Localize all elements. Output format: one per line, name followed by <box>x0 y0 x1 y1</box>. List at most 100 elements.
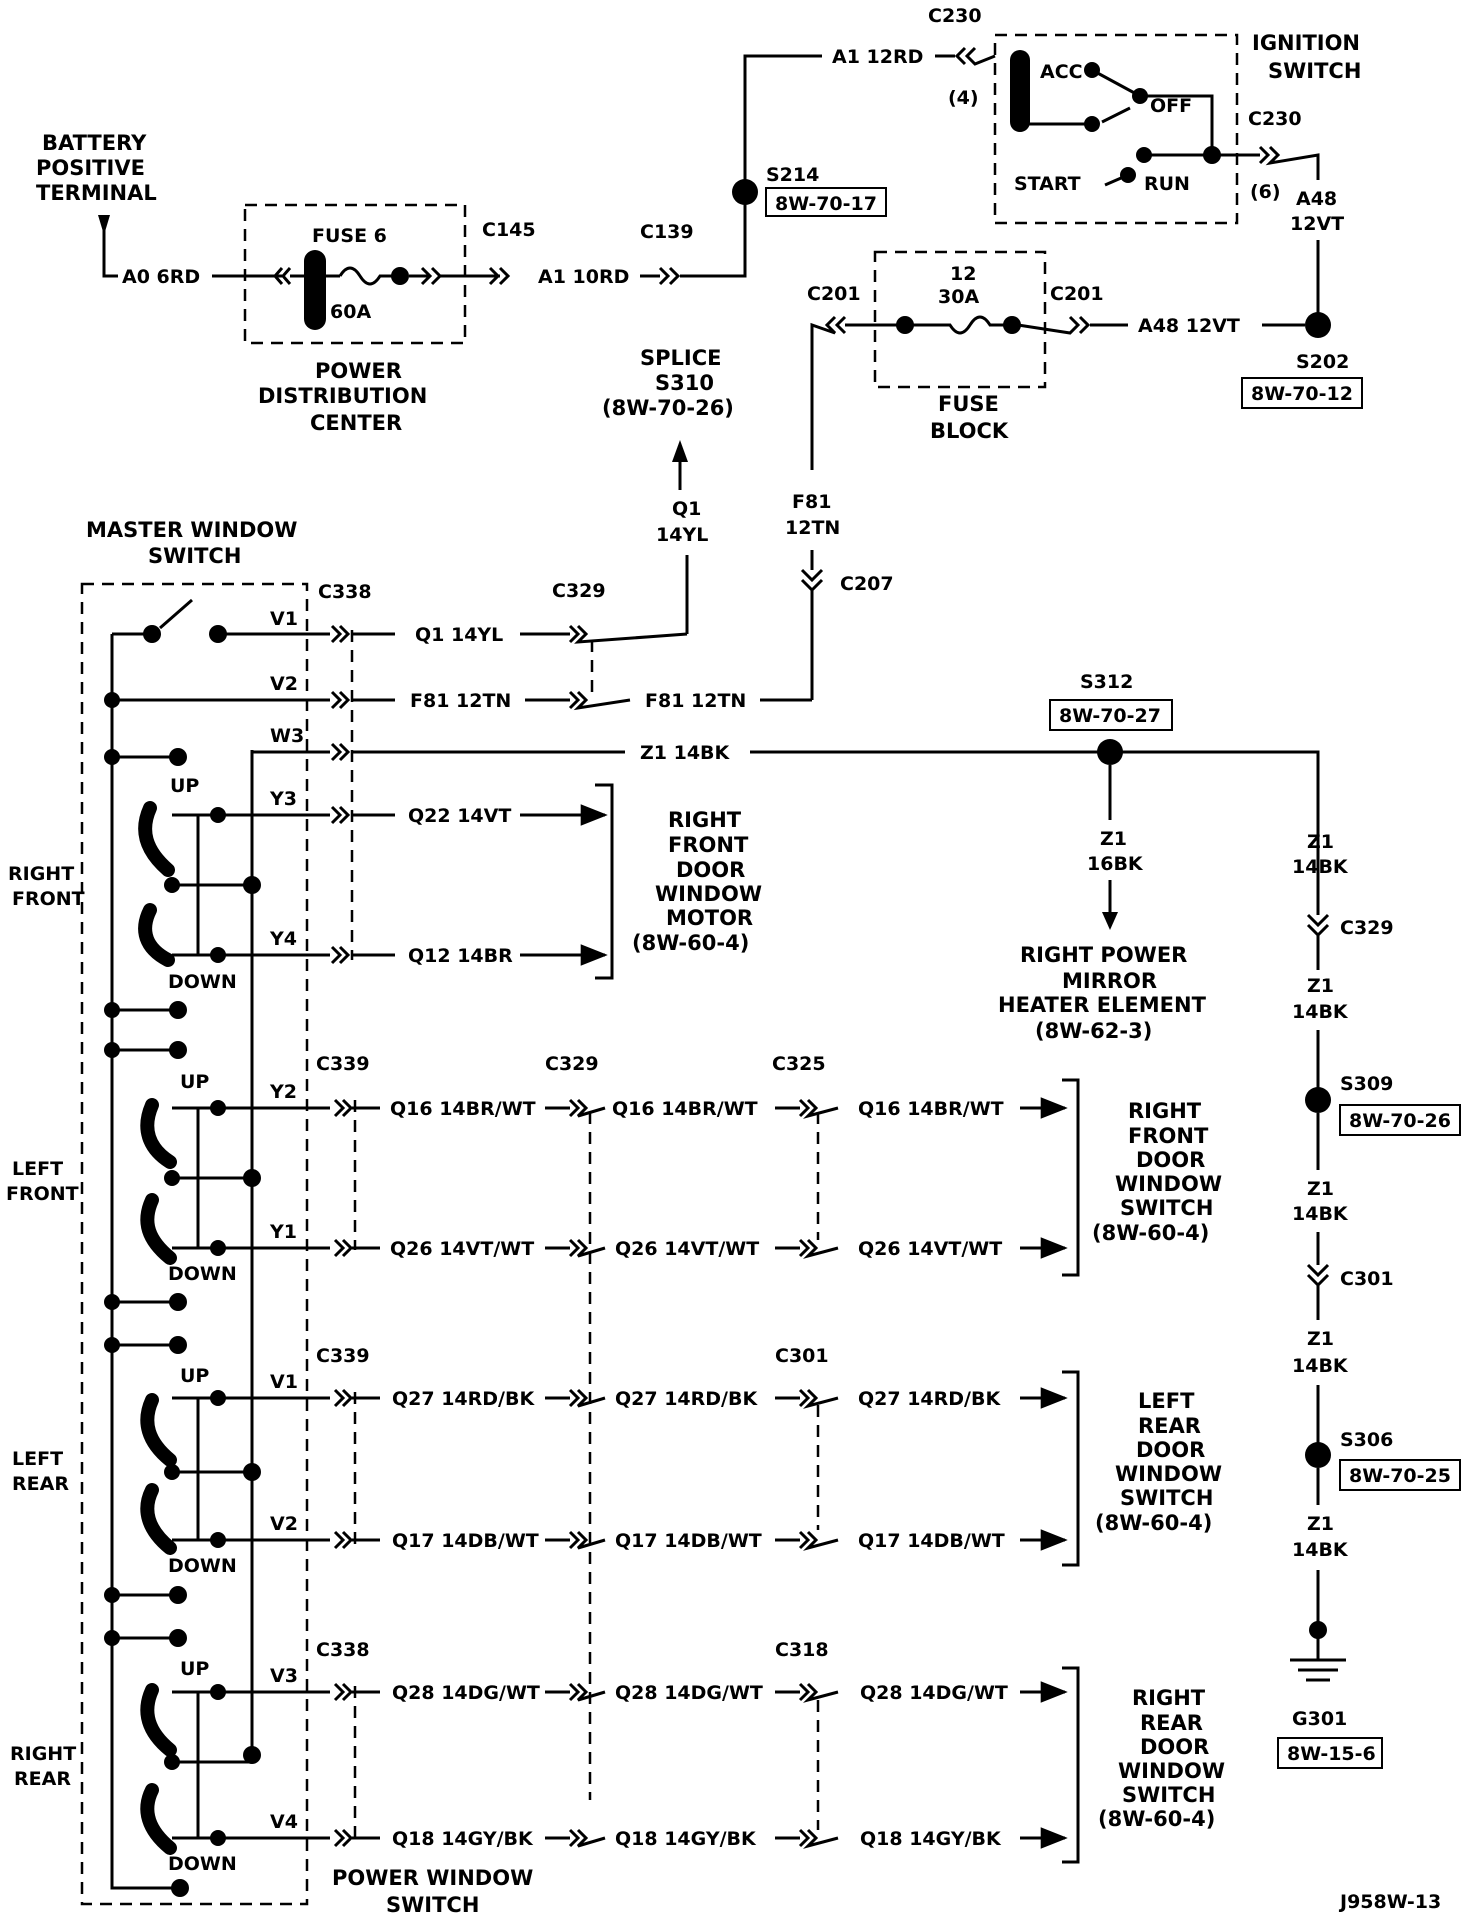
svg-text:Q1 14YL: Q1 14YL <box>415 624 503 646</box>
svg-text:DOOR: DOOR <box>1136 1148 1205 1172</box>
svg-text:8W-70-12: 8W-70-12 <box>1251 383 1353 405</box>
svg-text:C318: C318 <box>775 1639 829 1661</box>
svg-text:REAR: REAR <box>1140 1711 1203 1735</box>
diagram-code: J958W-13 <box>1338 1891 1441 1913</box>
svg-text:W3: W3 <box>270 725 304 747</box>
svg-text:C230: C230 <box>1248 108 1302 130</box>
svg-text:RIGHT: RIGHT <box>8 863 74 885</box>
svg-text:RUN: RUN <box>1144 173 1190 195</box>
svg-text:SWITCH: SWITCH <box>386 1893 479 1917</box>
svg-text:8W-70-17: 8W-70-17 <box>775 193 877 215</box>
svg-text:V2: V2 <box>270 673 298 695</box>
svg-text:S309: S309 <box>1340 1073 1393 1095</box>
svg-text:WINDOW: WINDOW <box>655 882 762 906</box>
svg-text:SWITCH: SWITCH <box>1120 1196 1213 1220</box>
svg-text:Q16 14BR/WT: Q16 14BR/WT <box>858 1098 1004 1120</box>
svg-text:FRONT: FRONT <box>6 1183 79 1205</box>
svg-text:Y2: Y2 <box>269 1081 297 1103</box>
svg-text:Q27 14RD/BK: Q27 14RD/BK <box>858 1388 1001 1410</box>
svg-text:RIGHT: RIGHT <box>10 1743 76 1765</box>
svg-text:DISTRIBUTION: DISTRIBUTION <box>258 384 427 408</box>
svg-text:(6): (6) <box>1250 181 1281 203</box>
svg-text:A0 6RD: A0 6RD <box>122 266 200 288</box>
svg-text:F81 12TN: F81 12TN <box>410 690 511 712</box>
svg-text:Z1: Z1 <box>1100 828 1127 850</box>
svg-text:C329: C329 <box>545 1053 599 1075</box>
svg-text:C230: C230 <box>928 5 982 27</box>
svg-text:Z1: Z1 <box>1307 831 1334 853</box>
svg-text:C201: C201 <box>807 283 861 305</box>
svg-text:S306: S306 <box>1340 1429 1393 1451</box>
connector-c339-upper: C339 C329 C325 <box>316 1053 826 1800</box>
svg-text:Z1: Z1 <box>1307 1178 1334 1200</box>
svg-text:Z1: Z1 <box>1307 1328 1334 1350</box>
svg-text:RIGHT: RIGHT <box>1132 1686 1206 1710</box>
svg-text:Q12 14BR: Q12 14BR <box>408 945 513 967</box>
svg-text:V4: V4 <box>270 1811 298 1833</box>
svg-text:UP: UP <box>180 1365 209 1387</box>
svg-text:(8W-60-4): (8W-60-4) <box>632 931 749 955</box>
svg-text:8W-70-26: 8W-70-26 <box>1349 1110 1451 1132</box>
connector-c338-lower: C338 C318 <box>316 1639 829 1848</box>
row-q1: Q1 14YL C329 <box>352 580 688 700</box>
svg-text:14BK: 14BK <box>1292 1355 1349 1377</box>
svg-text:RIGHT: RIGHT <box>1128 1099 1202 1123</box>
svg-text:14BK: 14BK <box>1292 1539 1349 1561</box>
row-q17: Q17 14DB/WT Q17 14DB/WT Q17 14DB/WT <box>352 1529 1068 1552</box>
svg-text:C338: C338 <box>318 581 372 603</box>
ignition-switch: C230 (4) IGNITION SWITCH ACC OFF START R… <box>928 5 1363 409</box>
svg-text:FRONT: FRONT <box>1128 1124 1209 1148</box>
svg-text:V1: V1 <box>270 1371 298 1393</box>
svg-text:FRONT: FRONT <box>668 833 749 857</box>
svg-text:S310: S310 <box>655 371 714 395</box>
svg-text:DOWN: DOWN <box>168 1555 237 1577</box>
svg-text:UP: UP <box>180 1071 209 1093</box>
svg-text:Z1: Z1 <box>1307 1513 1334 1535</box>
svg-text:DOOR: DOOR <box>1136 1438 1205 1462</box>
svg-text:(8W-60-4): (8W-60-4) <box>1095 1511 1212 1535</box>
svg-text:Q16 14BR/WT: Q16 14BR/WT <box>390 1098 536 1120</box>
svg-text:A1 12RD: A1 12RD <box>832 46 923 68</box>
fuse-block: 12 30A FUSE BLOCK C201 C201 A48 12VT F81… <box>785 250 1305 700</box>
row-q27: Q27 14RD/BK Q27 14RD/BK Q27 14RD/BK <box>352 1387 1068 1410</box>
svg-text:TERMINAL: TERMINAL <box>36 181 157 205</box>
svg-text:BLOCK: BLOCK <box>930 419 1009 443</box>
rf-door-window-switch: RIGHT FRONT DOOR WINDOW SWITCH (8W-60-4) <box>1062 1078 1222 1277</box>
svg-text:8W-70-25: 8W-70-25 <box>1349 1465 1451 1487</box>
svg-text:DOWN: DOWN <box>168 1263 237 1285</box>
svg-text:Y3: Y3 <box>269 788 297 810</box>
svg-text:A48: A48 <box>1296 188 1337 210</box>
svg-text:C301: C301 <box>775 1345 829 1367</box>
svg-text:S214: S214 <box>766 164 819 186</box>
svg-text:(8W-60-4): (8W-60-4) <box>1098 1807 1215 1831</box>
svg-text:16BK: 16BK <box>1087 853 1144 875</box>
svg-text:UP: UP <box>170 775 199 797</box>
svg-text:ACC: ACC <box>1040 61 1083 83</box>
connector-c339-lower: C339 C301 <box>316 1345 829 1550</box>
svg-text:CENTER: CENTER <box>310 411 402 435</box>
svg-text:DOOR: DOOR <box>1140 1735 1209 1759</box>
lr-door-window-switch: LEFT REAR DOOR WINDOW SWITCH (8W-60-4) <box>1062 1370 1222 1567</box>
connector-c338: C338 <box>318 581 372 965</box>
svg-text:S312: S312 <box>1080 671 1133 693</box>
svg-text:14YL: 14YL <box>656 524 708 546</box>
svg-text:12VT: 12VT <box>1290 213 1344 235</box>
wire-a1-10rd: A1 10RD C139 S214 8W-70-17 A1 12RD <box>440 46 923 288</box>
svg-text:Q27 14RD/BK: Q27 14RD/BK <box>392 1388 535 1410</box>
row-z1: Z1 14BK S312 8W-70-27 Z1 16BK RIGHT POWE… <box>352 671 1320 1043</box>
svg-text:DOWN: DOWN <box>168 971 237 993</box>
svg-text:SWITCH: SWITCH <box>1122 1783 1215 1807</box>
svg-text:POWER WINDOW: POWER WINDOW <box>332 1866 533 1890</box>
svg-text:START: START <box>1014 173 1081 195</box>
svg-text:SWITCH: SWITCH <box>1120 1486 1213 1510</box>
svg-text:Z1: Z1 <box>1307 975 1334 997</box>
svg-text:(8W-62-3): (8W-62-3) <box>1035 1019 1152 1043</box>
svg-text:REAR: REAR <box>1138 1414 1201 1438</box>
svg-text:(8W-70-26): (8W-70-26) <box>602 396 734 420</box>
svg-text:WINDOW: WINDOW <box>1115 1462 1222 1486</box>
svg-text:V1: V1 <box>270 608 298 630</box>
svg-text:C201: C201 <box>1050 283 1104 305</box>
svg-text:MOTOR: MOTOR <box>666 906 753 930</box>
svg-text:14BK: 14BK <box>1292 1203 1349 1225</box>
svg-text:SWITCH: SWITCH <box>1268 59 1361 83</box>
